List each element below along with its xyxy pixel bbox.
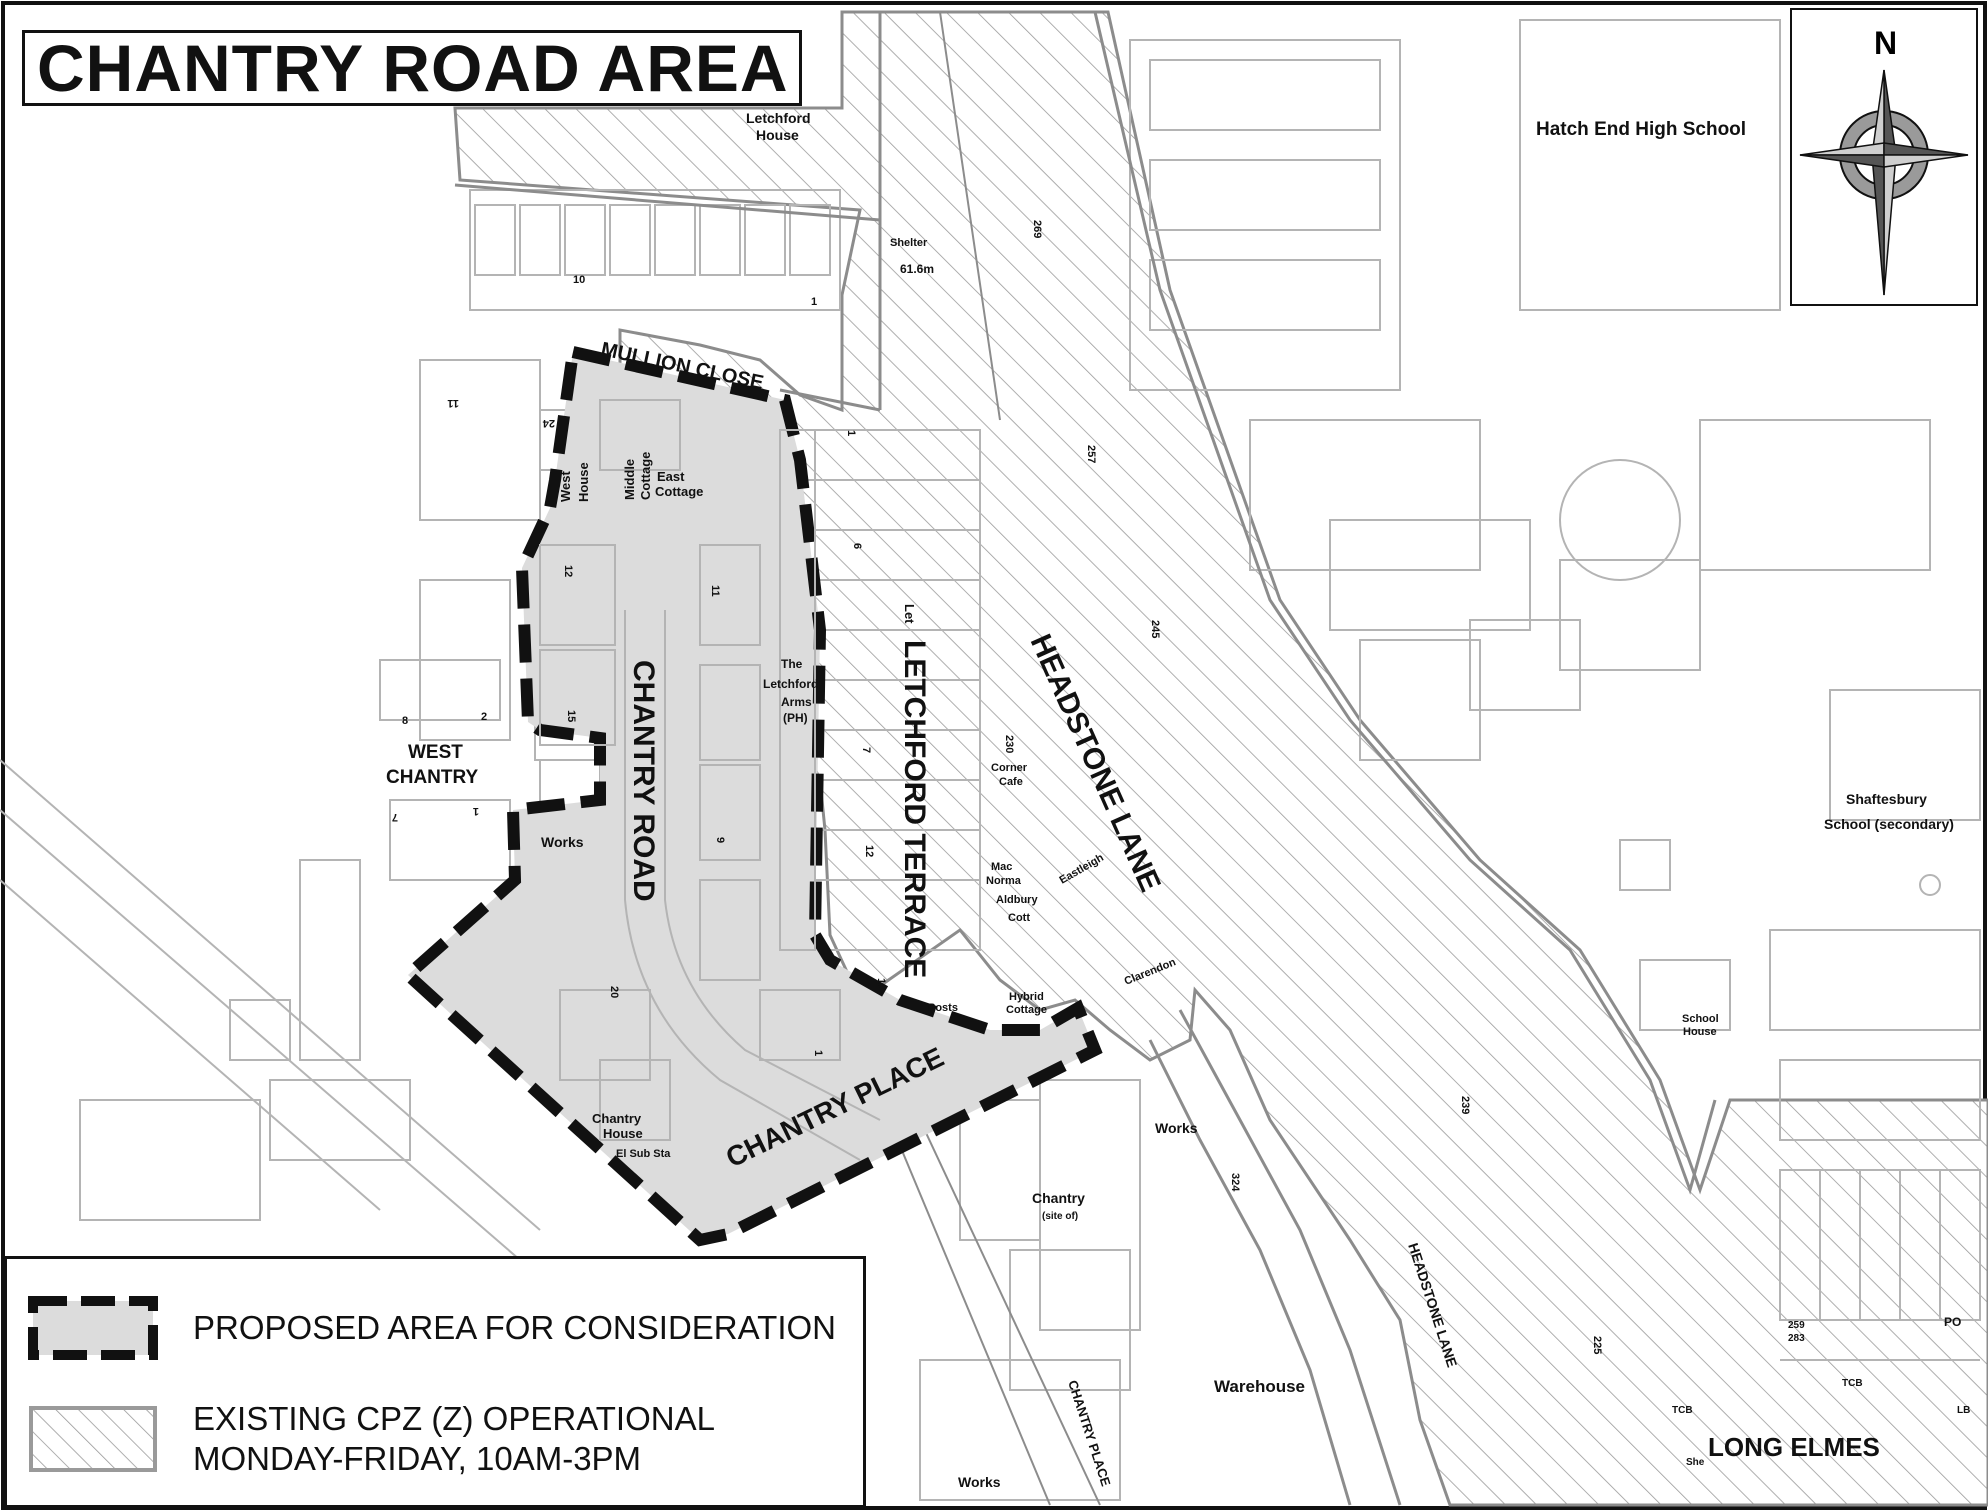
svg-text:Hatch End High School: Hatch End High School (1536, 119, 1746, 140)
svg-text:LB: LB (1957, 1405, 1970, 1416)
legend-label-existing-1: EXISTING CPZ (Z) OPERATIONAL (193, 1400, 715, 1437)
svg-text:1: 1 (812, 1050, 824, 1056)
svg-text:(site of): (site of) (1042, 1211, 1078, 1222)
svg-text:Letchford: Letchford (763, 677, 818, 691)
legend-item-existing: EXISTING CPZ (Z) OPERATIONAL MONDAY-FRID… (27, 1399, 715, 1479)
legend-label-existing-2: MONDAY-FRIDAY, 10AM-3PM (193, 1440, 642, 1477)
house-numbers: 10 1 11 24 12 11 15 8 2 7 1 9 20 1 1 6 7… (392, 220, 1805, 1354)
svg-text:Cott: Cott (1008, 912, 1030, 924)
svg-text:The: The (781, 657, 803, 671)
svg-text:Cottage: Cottage (655, 484, 703, 499)
svg-text:Mac: Mac (991, 861, 1012, 873)
svg-text:15: 15 (565, 710, 577, 722)
legend-item-proposed: PROPOSED AREA FOR CONSIDERATION (27, 1295, 836, 1361)
svg-text:Cafe: Cafe (999, 776, 1023, 788)
svg-text:School (secondary): School (secondary) (1824, 816, 1954, 832)
compass-icon: N (1799, 25, 1969, 296)
svg-text:Cottage: Cottage (1006, 1004, 1047, 1016)
svg-text:1: 1 (473, 805, 479, 817)
svg-text:12: 12 (863, 845, 875, 857)
map-title: CHANTRY ROAD AREA (22, 30, 802, 106)
svg-text:257: 257 (1085, 445, 1097, 463)
svg-text:Let: Let (902, 604, 917, 624)
svg-text:School: School (1682, 1013, 1719, 1025)
legend: PROPOSED AREA FOR CONSIDERATION EXISTING… (4, 1256, 866, 1508)
svg-text:Norma: Norma (986, 875, 1022, 887)
svg-text:Posts: Posts (928, 1002, 958, 1014)
svg-text:239: 239 (1459, 1096, 1471, 1114)
svg-text:6: 6 (851, 543, 863, 549)
svg-text:1: 1 (811, 296, 817, 308)
svg-text:17: 17 (875, 978, 887, 990)
svg-text:House: House (756, 127, 799, 143)
svg-text:245: 245 (1149, 620, 1161, 638)
svg-text:West: West (558, 471, 573, 502)
svg-text:PO: PO (1944, 1315, 1961, 1329)
svg-text:East: East (657, 469, 685, 484)
svg-text:9: 9 (714, 837, 726, 843)
svg-text:7: 7 (392, 811, 398, 823)
svg-text:225: 225 (1591, 1336, 1603, 1354)
svg-text:TCB: TCB (1842, 1378, 1863, 1389)
svg-text:10: 10 (573, 274, 585, 286)
svg-text:11: 11 (447, 397, 459, 409)
svg-text:TCB: TCB (1672, 1405, 1693, 1416)
svg-text:1: 1 (845, 430, 857, 436)
north-label: N (1874, 25, 1897, 61)
svg-text:324: 324 (1229, 1173, 1241, 1192)
svg-text:House: House (603, 1126, 643, 1141)
svg-text:269: 269 (1031, 220, 1043, 238)
svg-text:283: 283 (1788, 1333, 1805, 1344)
svg-text:8: 8 (402, 715, 408, 727)
north-arrow-panel: N (1790, 8, 1978, 306)
svg-text:Works: Works (958, 1474, 1001, 1490)
svg-text:24: 24 (542, 417, 555, 429)
proposed-swatch-icon (28, 1296, 158, 1360)
legend-label-proposed: PROPOSED AREA FOR CONSIDERATION (193, 1309, 837, 1346)
svg-text:House: House (576, 462, 591, 502)
proposed-area-linework (539, 399, 881, 1161)
svg-text:(PH): (PH) (783, 711, 808, 725)
svg-text:7: 7 (860, 747, 872, 753)
building-linework (0, 11, 1981, 1506)
road-label-chantry-road: CHANTRY ROAD (627, 660, 660, 902)
svg-text:Shaftesbury: Shaftesbury (1846, 791, 1927, 807)
svg-text:Aldbury: Aldbury (996, 894, 1038, 906)
svg-text:Corner: Corner (991, 762, 1028, 774)
svg-text:El Sub Sta: El Sub Sta (616, 1148, 671, 1160)
svg-text:Arms: Arms (781, 695, 812, 709)
road-label-west-chantry-1: WEST (408, 742, 463, 763)
svg-text:230: 230 (1003, 735, 1015, 753)
existing-cpz-zone (453, 10, 1988, 1507)
svg-text:2: 2 (481, 711, 487, 723)
svg-text:Cottage: Cottage (638, 452, 653, 500)
svg-text:Works: Works (541, 834, 584, 850)
svg-text:Shelter: Shelter (890, 237, 928, 249)
svg-text:Warehouse: Warehouse (1214, 1377, 1305, 1396)
svg-text:259: 259 (1788, 1320, 1805, 1331)
road-label-letchford-terrace: LETCHFORD TERRACE (898, 640, 931, 978)
svg-text:20: 20 (608, 986, 620, 998)
hatch-swatch-icon (29, 1406, 157, 1472)
svg-text:11: 11 (709, 585, 721, 597)
svg-text:61.6m: 61.6m (900, 262, 934, 276)
svg-text:Letchford: Letchford (746, 110, 811, 126)
svg-text:House: House (1683, 1026, 1717, 1038)
svg-text:Hybrid: Hybrid (1009, 991, 1044, 1003)
svg-text:12: 12 (562, 565, 574, 577)
svg-text:Chantry: Chantry (592, 1111, 642, 1126)
svg-text:Works: Works (1155, 1120, 1198, 1136)
svg-text:She: She (1686, 1457, 1705, 1468)
road-label-west-chantry-2: CHANTRY (386, 767, 479, 788)
road-label-long-elmes: LONG ELMES (1708, 1432, 1880, 1462)
svg-text:Chantry: Chantry (1032, 1190, 1085, 1206)
svg-text:Middle: Middle (622, 459, 637, 500)
